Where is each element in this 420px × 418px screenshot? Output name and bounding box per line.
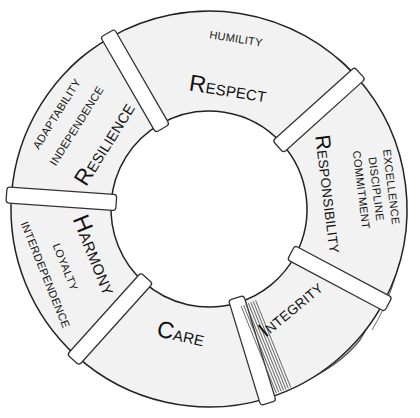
segment-outline [282,77,407,302]
segment-outline [11,195,143,356]
value-title: HARMONY [68,212,121,299]
rope-strand [244,305,279,392]
rope-line [19,19,399,400]
strap [6,187,117,211]
rope-strand [246,304,281,391]
sub-value: EXCELLENCE [381,148,401,225]
sub-value: DISCIPLINE [366,156,385,221]
sub-value: INTERDEPENDENCE [18,220,71,330]
segment-outline [11,38,160,203]
rope-winding [241,300,291,393]
segment-outline [110,11,356,143]
value-title: CARE [155,317,207,350]
value-title: RESPONSIBILITY [311,134,346,255]
sub-value: INDEPENDENCE [48,85,106,168]
rope-strand [251,302,286,389]
rope-line [372,230,404,330]
rope-strand [256,300,291,387]
rope-strand [248,303,283,390]
value-title: RESILIENCE [70,98,139,189]
sub-value: HUMILITY [209,29,264,48]
strap [101,29,170,132]
sub-value: COMMITMENT [351,151,372,231]
value-title: RESPECT [188,71,269,106]
strap [273,67,365,152]
sub-value: LOYALTY [51,242,80,292]
rope-strand [253,301,288,388]
strap [67,273,152,365]
strap [287,246,392,312]
sub-value: ADAPTABILITY [31,77,83,151]
rope-strand [241,306,276,393]
